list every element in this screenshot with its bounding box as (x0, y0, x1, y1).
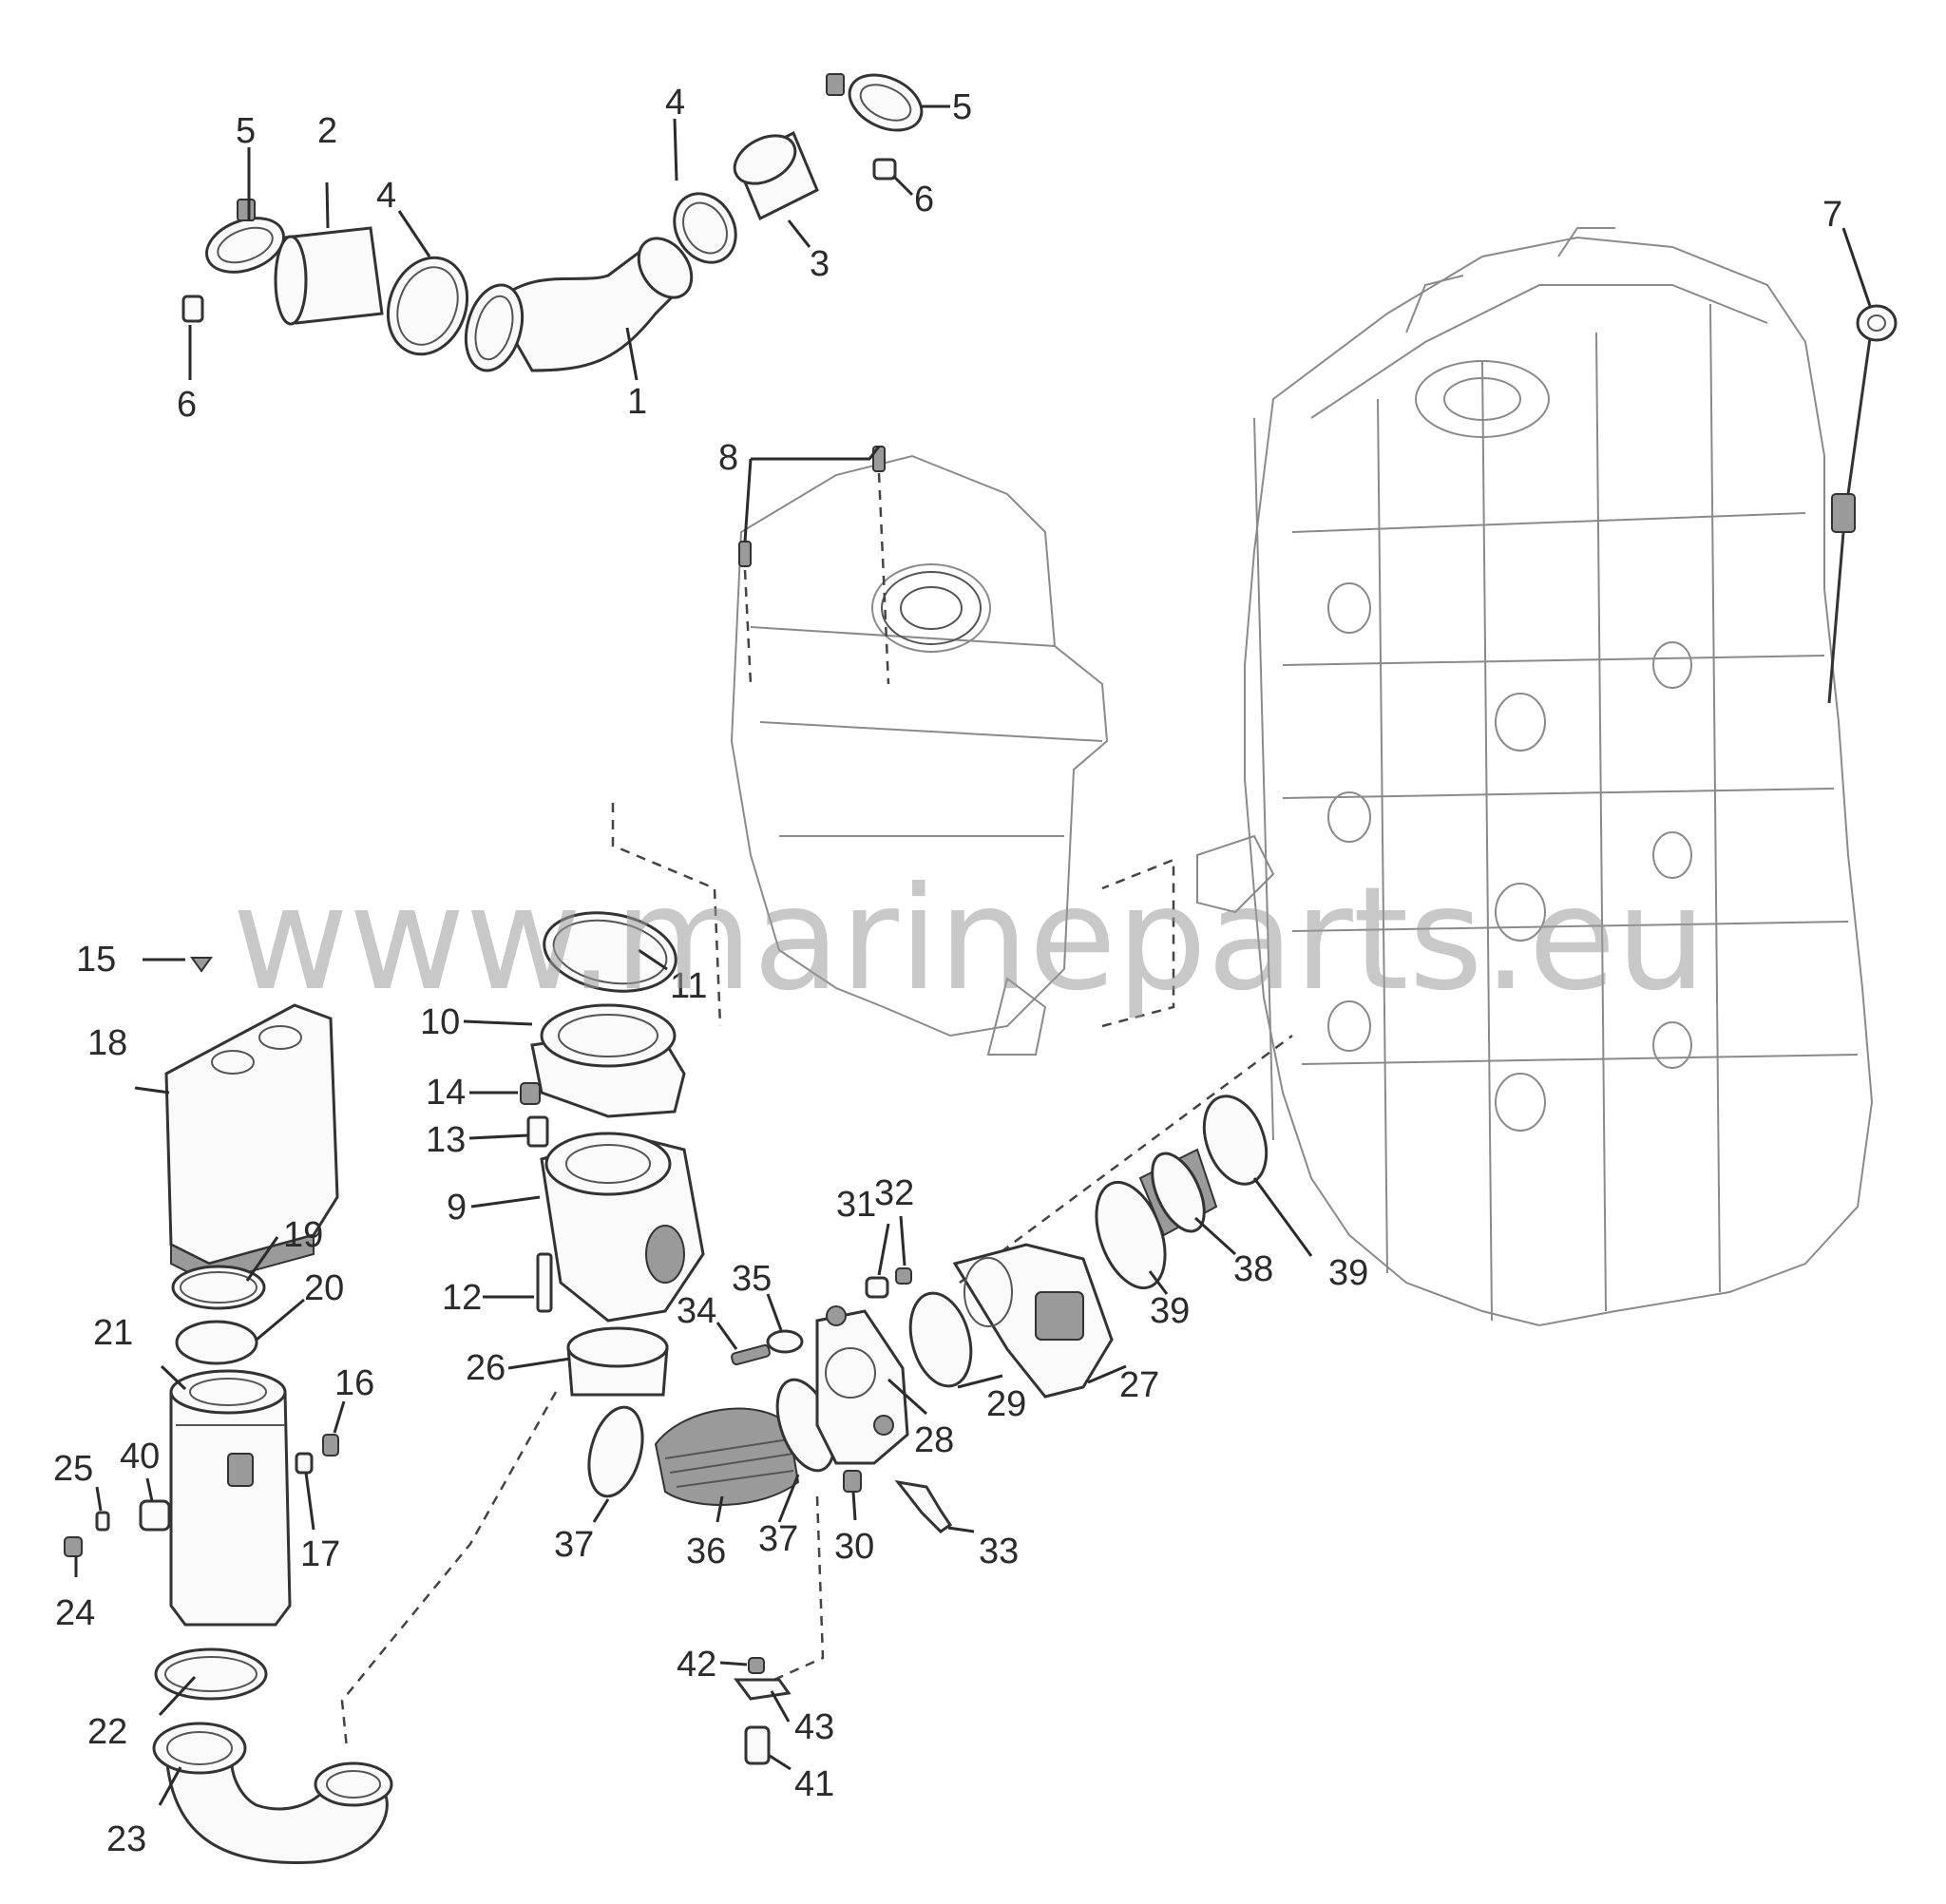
callout-30: 30 (834, 1527, 874, 1567)
clip-6-right (872, 158, 897, 181)
ring-20 (175, 1320, 258, 1365)
callout-24: 24 (55, 1593, 95, 1633)
engine-block (1196, 227, 1874, 1327)
sleeve-2 (274, 226, 384, 326)
callout-11: 11 (670, 966, 707, 1006)
callout-41: 41 (794, 1764, 834, 1804)
ring-4-right (673, 192, 737, 264)
callout-14: 14 (426, 1073, 466, 1113)
callouts: 5 2 4 1 4 5 3 6 6 7 8 15 18 10 11 14 13 … (53, 83, 1842, 1859)
callout-10: 10 (420, 1002, 460, 1042)
screw-15 (190, 957, 213, 973)
screw-12 (536, 1252, 553, 1313)
screw-30 (843, 1470, 862, 1493)
callout-38: 38 (1233, 1249, 1273, 1289)
callout-12: 12 (442, 1278, 482, 1318)
callout-34: 34 (677, 1291, 716, 1331)
callout-21: 21 (93, 1313, 133, 1353)
callout-18: 18 (87, 1023, 127, 1063)
callout-7: 7 (1822, 195, 1842, 235)
bellows-36 (654, 1407, 800, 1506)
callout-6: 6 (177, 385, 197, 425)
hose-clamp-5-right (826, 73, 924, 132)
callout-36: 36 (686, 1532, 726, 1571)
screw-14 (520, 1082, 541, 1105)
housing-27 (952, 1243, 1114, 1399)
ring-4-left (386, 256, 469, 356)
callout-2: 2 (317, 111, 337, 151)
seal-39-right (1202, 1095, 1269, 1186)
plug-41 (744, 1725, 771, 1765)
dipstick (1827, 304, 1898, 704)
callout-35: 35 (732, 1259, 772, 1299)
ring-19 (171, 1265, 266, 1310)
fitting-16 (322, 1434, 339, 1457)
o-ring-29 (908, 1291, 973, 1388)
callout-4: 4 (376, 176, 396, 216)
bolt-34 (731, 1343, 771, 1366)
callout-40: 40 (120, 1437, 160, 1476)
callout-25: 25 (53, 1449, 93, 1489)
fitting-17 (295, 1452, 314, 1475)
callout-15: 15 (76, 940, 116, 980)
callout-43: 43 (794, 1707, 834, 1747)
fitting-31 (865, 1276, 889, 1299)
seal-37-left (587, 1405, 644, 1498)
adapter-10 (530, 1003, 686, 1118)
callout-33: 33 (979, 1532, 1019, 1571)
callout-22: 22 (87, 1712, 127, 1752)
elbow-23 (152, 1722, 393, 1864)
screw-24 (64, 1536, 83, 1557)
callout-9: 9 (447, 1188, 467, 1228)
sensor-33 (894, 1479, 953, 1533)
washer-35 (766, 1329, 804, 1354)
sleeve-3 (733, 130, 819, 221)
callout-37: 37 (758, 1519, 798, 1559)
callout-42: 42 (677, 1645, 716, 1685)
callout-26: 26 (466, 1348, 506, 1388)
callout-29: 29 (986, 1384, 1026, 1424)
callout-20: 20 (304, 1268, 344, 1308)
callout-3: 3 (810, 244, 830, 284)
callout-16: 16 (334, 1363, 374, 1403)
callout-8: 8 (718, 438, 738, 478)
clip-6-left (181, 295, 204, 323)
callout-39: 39 (1150, 1291, 1190, 1331)
screw-25 (95, 1511, 110, 1532)
elbow-hose-1 (464, 237, 694, 372)
callout-39: 39 (1328, 1253, 1368, 1293)
callout-23: 23 (106, 1819, 146, 1859)
screw-42 (748, 1657, 765, 1674)
callout-5: 5 (236, 111, 256, 151)
callout-27: 27 (1119, 1365, 1159, 1405)
callout-28: 28 (914, 1420, 954, 1460)
callout-19: 19 (283, 1215, 323, 1255)
clamp-11 (543, 911, 677, 993)
silencer-body-21 (169, 1369, 292, 1627)
center-housing (730, 454, 1109, 1056)
sensor-40 (139, 1499, 171, 1532)
sleeve-38 (1138, 1148, 1218, 1237)
ring-26 (566, 1326, 669, 1397)
callout-37: 37 (554, 1525, 594, 1565)
bolt-8b (738, 541, 752, 567)
watermark: www.marineparts.eu (232, 857, 1707, 1022)
callout-4: 4 (665, 83, 685, 123)
callout-6: 6 (914, 180, 934, 219)
ring-22 (154, 1647, 268, 1701)
housing-28 (815, 1305, 909, 1465)
callout-31: 31 (836, 1185, 876, 1225)
callout-1: 1 (627, 382, 647, 422)
pin-13 (526, 1115, 549, 1148)
callout-32: 32 (874, 1173, 914, 1213)
bracket-43 (734, 1678, 792, 1701)
callout-5: 5 (952, 87, 972, 127)
fitting-32 (895, 1267, 912, 1285)
callout-13: 13 (426, 1120, 466, 1160)
throttle-body-9 (540, 1132, 705, 1323)
leader-lines (74, 105, 1872, 1806)
callout-17: 17 (300, 1534, 340, 1574)
